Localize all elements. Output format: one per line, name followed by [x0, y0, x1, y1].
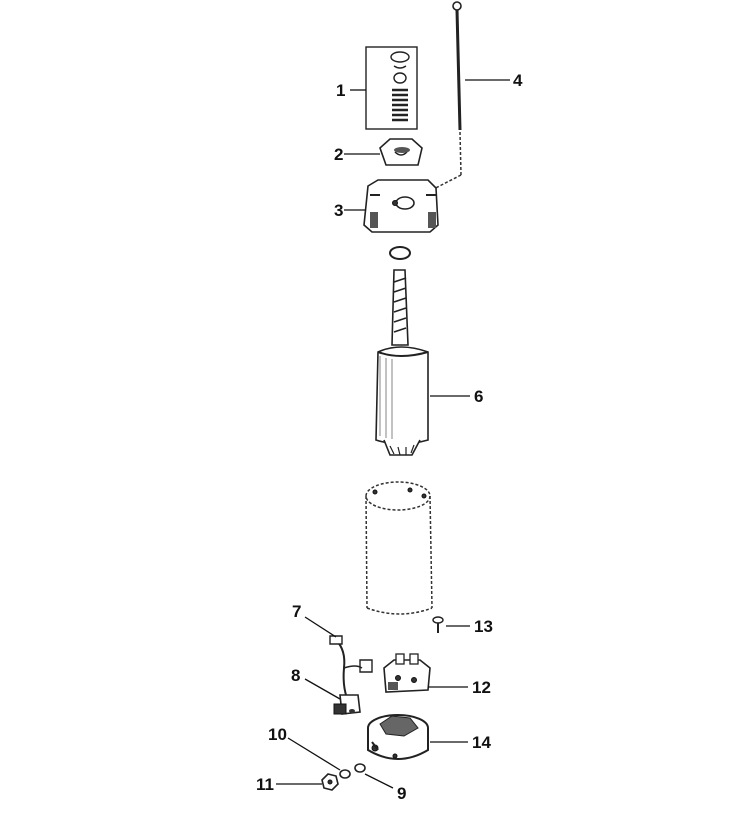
callout-6: 6 — [474, 387, 483, 406]
callout-14: 14 — [472, 733, 491, 752]
callout-12: 12 — [472, 678, 491, 697]
callout-7: 7 — [292, 602, 301, 621]
brush-holder-part — [383, 653, 431, 693]
screw-part — [432, 616, 444, 633]
callout-labels: 1 2 3 4 6 7 8 9 10 11 12 13 14 — [256, 71, 523, 803]
callout-9: 9 — [397, 784, 406, 803]
o-ring-part — [389, 246, 411, 260]
end-cap-part — [367, 714, 429, 760]
callout-2: 2 — [334, 145, 343, 164]
drive-kit-part — [365, 46, 418, 130]
cable-terminal-part — [329, 635, 373, 715]
callout-4: 4 — [513, 71, 523, 90]
callout-11: 11 — [256, 775, 274, 794]
nut-part — [379, 138, 423, 166]
leader-lines — [276, 79, 510, 789]
callout-13: 13 — [474, 617, 493, 636]
callout-8: 8 — [291, 666, 300, 685]
callout-10: 10 — [268, 725, 287, 744]
field-frame-part — [365, 481, 433, 615]
callout-3: 3 — [334, 201, 343, 220]
washers-nut-part — [321, 763, 366, 791]
drive-end-head-part — [363, 179, 439, 233]
through-bolt-part — [419, 1, 462, 197]
armature-part — [375, 269, 429, 456]
callout-1: 1 — [336, 81, 345, 100]
